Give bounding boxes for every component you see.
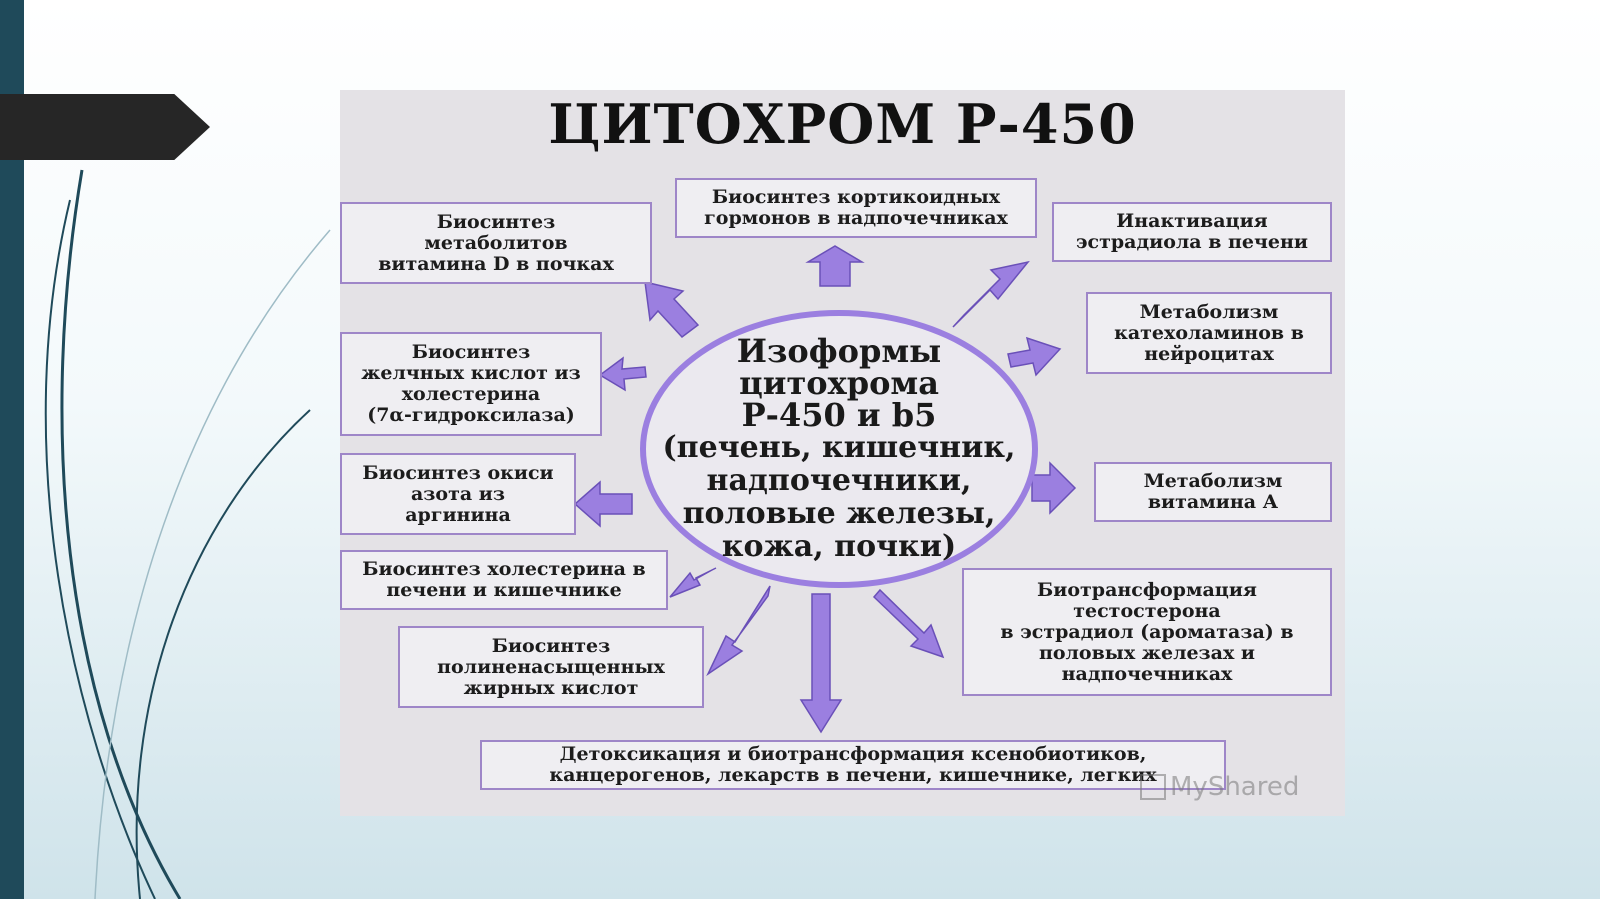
box-catecholamines: Метаболизм катехоламинов в нейроцитах <box>1086 292 1332 374</box>
box-nitric-oxide: Биосинтез окиси азота из аргинина <box>340 453 576 535</box>
box-line: Метаболизм <box>1139 300 1279 323</box>
box-line: Биосинтез <box>491 634 611 657</box>
box-line: азота из <box>410 482 506 505</box>
box-testosterone: Биотрансформация тестостерона в эстрадио… <box>962 568 1332 696</box>
center-isoforms-ellipse: Изоформы цитохрома Р-450 и b5 (печень, к… <box>640 310 1038 588</box>
box-pufa: Биосинтез полиненасыщенных жирных кислот <box>398 626 704 708</box>
box-cholesterol: Биосинтез холестерина в печени и кишечни… <box>340 550 668 610</box>
box-line: Биосинтез кортикоидных <box>711 186 1001 208</box>
title-flag-shape <box>0 94 210 160</box>
center-line: кожа, почки) <box>721 529 957 564</box>
center-line: Изоформы <box>736 332 942 370</box>
box-line: нейроцитах <box>1144 342 1274 365</box>
box-line: Биосинтез <box>411 341 531 363</box>
box-line: витамина А <box>1147 491 1279 513</box>
center-line: надпочечники, <box>706 463 972 498</box>
box-line: желчных кислот из <box>361 362 581 384</box>
watermark: MyShared <box>1140 772 1299 802</box>
arrow-estradiol <box>952 260 1030 328</box>
arrow-nitric <box>573 480 633 528</box>
box-line: жирных кислот <box>463 676 639 699</box>
arrow-cholesterol <box>669 567 717 598</box>
arrow-pufa <box>706 585 771 677</box>
box-line: полиненасыщенных <box>437 655 665 678</box>
box-line: витамина D в почках <box>378 252 614 275</box>
box-line: надпочечниках <box>1061 662 1233 685</box>
box-line: метаболитов <box>424 231 568 254</box>
diagram-title: ЦИТОХРОМ Р-450 <box>548 92 1137 156</box>
box-line: (7α-гидроксилаза) <box>367 404 575 426</box>
box-line: в эстрадиол (ароматаза) в <box>1000 620 1294 643</box>
box-estradiol: Инактивация эстрадиола в печени <box>1052 202 1332 262</box>
box-line: канцерогенов, лекарств в печени, кишечни… <box>549 764 1157 786</box>
arrows-layer <box>573 245 1077 734</box>
box-line: Биосинтез <box>436 210 556 233</box>
watermark-logo-icon <box>1140 774 1166 800</box>
arrow-vita <box>1031 461 1077 515</box>
arrow-vitd <box>644 281 700 339</box>
box-bile-acids: Биосинтез желчных кислот из холестерина … <box>340 332 602 436</box>
diagram-slide: ЦИТОХРОМ Р-450 Изоформы цитохрома Р-450 … <box>340 90 1345 816</box>
box-vitamin-d: Биосинтез метаболитов витамина D в почка… <box>340 202 652 284</box>
box-line: тестостерона <box>1073 599 1221 622</box>
center-line: цитохрома <box>739 364 939 402</box>
arrow-corticoid <box>805 245 865 287</box>
center-line: половые железы, <box>682 496 996 531</box>
box-line: Метаболизм <box>1143 470 1283 492</box>
center-line: (печень, кишечник, <box>662 430 1016 465</box>
decorative-curves <box>44 169 331 899</box>
box-line: печени и кишечнике <box>386 579 622 601</box>
center-line: Р-450 и b5 <box>741 396 937 434</box>
box-line: гормонов в надпочечниках <box>704 207 1008 229</box>
watermark-text: MyShared <box>1170 772 1300 802</box>
arrow-detox <box>799 593 843 734</box>
arrow-catechol <box>1007 336 1062 377</box>
box-vitamin-a: Метаболизм витамина А <box>1094 462 1332 522</box>
arrow-testosterone <box>872 588 945 659</box>
box-line: Биотрансформация <box>1037 578 1257 601</box>
box-line: половых железах и <box>1038 641 1256 664</box>
box-line: Биосинтез окиси <box>362 461 554 484</box>
box-line: аргинина <box>405 503 511 526</box>
box-line: Биосинтез холестерина в <box>362 558 646 580</box>
arrow-bile <box>598 356 647 392</box>
box-corticoid: Биосинтез кортикоидных гормонов в надпоч… <box>675 178 1037 238</box>
box-detox: Детоксикация и биотрансформация ксенобио… <box>480 740 1226 790</box>
box-line: холестерина <box>401 383 541 405</box>
box-line: эстрадиола в печени <box>1075 231 1309 253</box>
box-line: Детоксикация и биотрансформация ксенобио… <box>559 743 1147 765</box>
box-line: катехоламинов в <box>1114 321 1304 344</box>
box-line: Инактивация <box>1116 210 1268 232</box>
